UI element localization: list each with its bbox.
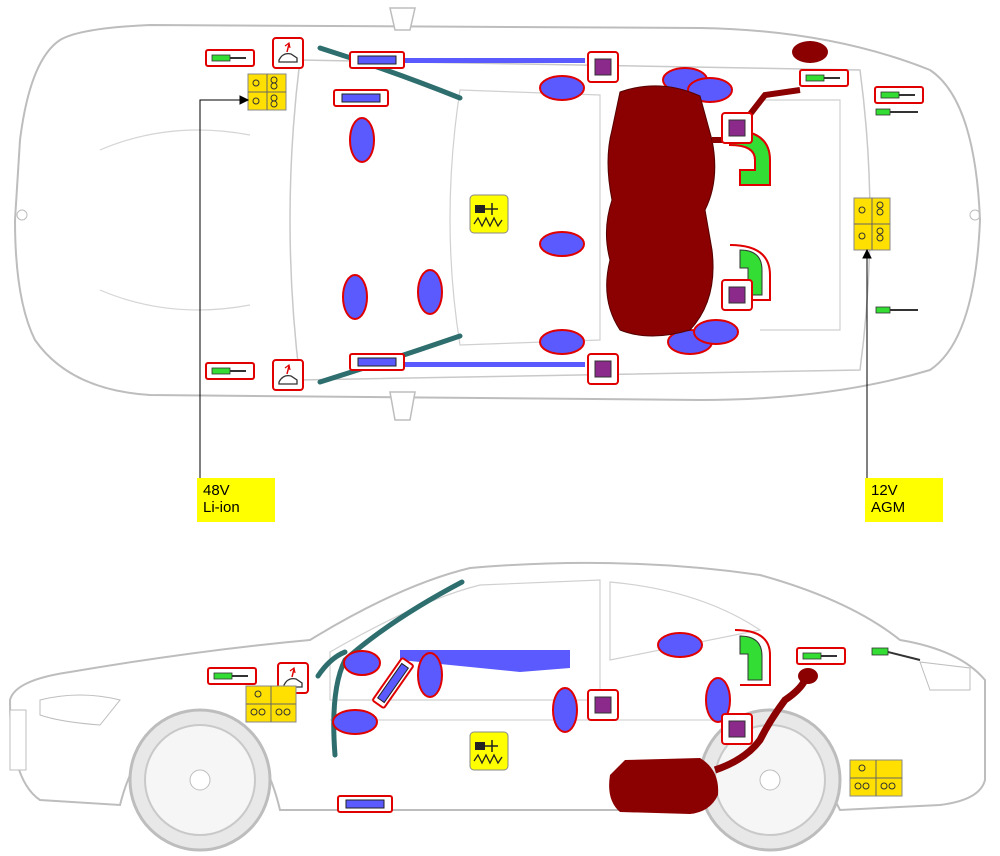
- label-12v-line1: 12V: [871, 482, 898, 499]
- battery-icon: [245, 685, 297, 723]
- gas-inflator-icon: [372, 657, 414, 709]
- gas-spring-icon: [875, 306, 918, 314]
- gas-spring-icon: [875, 108, 918, 116]
- leader-lines: [199, 95, 872, 478]
- gas-inflator-icon: [333, 89, 389, 107]
- hood-lifter-icon: [272, 37, 304, 69]
- label-12v-agm: 12V AGM: [865, 478, 943, 522]
- gas-spring-icon: [799, 69, 849, 87]
- gas-inflator-icon: [349, 51, 405, 69]
- battery-icon: [247, 73, 287, 111]
- fuel-tank-icon: [606, 41, 828, 337]
- airbag-icon: [332, 632, 731, 735]
- battery-icon: [849, 759, 903, 797]
- gas-spring-icon: [205, 362, 255, 380]
- fuel-tank-icon: [609, 668, 818, 814]
- gas-spring-icon: [871, 647, 921, 661]
- gas-spring-icon: [205, 49, 255, 67]
- label-48v-line2: Li-ion: [203, 499, 240, 516]
- curtain-airbag-side: [400, 650, 570, 672]
- gas-spring-icon: [874, 86, 924, 104]
- hood-lifter-icon: [272, 359, 304, 391]
- control-unit-icon: [587, 353, 619, 385]
- preloader-icon: [734, 629, 771, 686]
- control-unit-icon: [721, 112, 753, 144]
- gas-spring-icon: [796, 647, 846, 665]
- hv-indicator-icon: [469, 194, 509, 234]
- control-unit-icon: [587, 689, 619, 721]
- gas-spring-icon: [207, 667, 257, 685]
- control-unit-icon: [721, 713, 753, 745]
- label-48v-li-ion: 48V Li-ion: [197, 478, 275, 522]
- control-unit-icon: [721, 279, 753, 311]
- gas-inflator-icon: [349, 353, 405, 371]
- battery-icon: [853, 197, 891, 251]
- label-48v-line1: 48V: [203, 482, 230, 499]
- gas-inflator-icon: [337, 795, 393, 813]
- curtain-airbag-right: [350, 362, 585, 367]
- control-unit-icon: [587, 51, 619, 83]
- hv-indicator-icon: [469, 731, 509, 771]
- label-12v-line2: AGM: [871, 499, 906, 516]
- side-view-car: [8, 561, 986, 852]
- curtain-airbag-left: [350, 58, 585, 63]
- airbag-icon: [342, 67, 739, 355]
